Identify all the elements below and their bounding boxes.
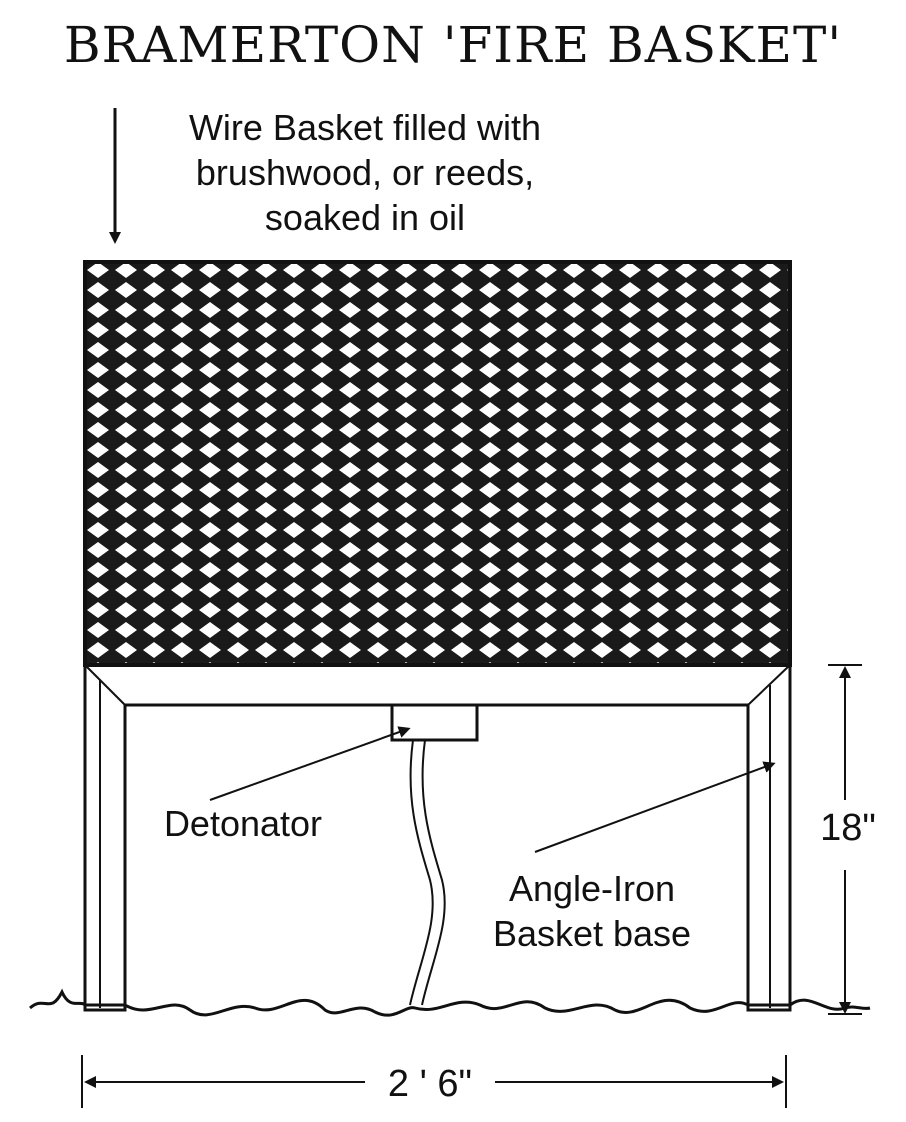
- frame-left-miter: [84, 664, 126, 706]
- basket-label-line3: soaked in oil: [265, 197, 465, 238]
- detonator-wire: [409, 739, 434, 1006]
- angle-iron-label-line1: Angle-Iron: [509, 868, 675, 909]
- detonator-label: Detonator: [164, 803, 322, 844]
- basket-label-line1: Wire Basket filled with: [189, 107, 541, 148]
- width-dimension: 2 ' 6": [81, 1055, 787, 1108]
- angle-iron-leader-arrow: [534, 761, 776, 853]
- angle-iron-frame: [83, 663, 792, 1012]
- angle-iron-label-line2: Basket base: [493, 913, 691, 954]
- width-dim-value: 2 ' 6": [388, 1063, 472, 1105]
- height-dimension: 18": [820, 664, 876, 1015]
- ground-line: [29, 988, 871, 1017]
- basket-label: Wire Basket filled with brushwood, or re…: [189, 107, 541, 238]
- detonator-leader-arrow: [209, 726, 411, 801]
- height-dim-value: 18": [820, 807, 876, 849]
- diagram-title: BRAMERTON 'FIRE BASKET': [64, 16, 842, 74]
- detonator-box: [390, 703, 479, 742]
- wire-mesh-basket: [83, 260, 792, 667]
- detonator-wire-second: [421, 739, 446, 1006]
- basket-label-line2: brushwood, or reeds,: [196, 152, 534, 193]
